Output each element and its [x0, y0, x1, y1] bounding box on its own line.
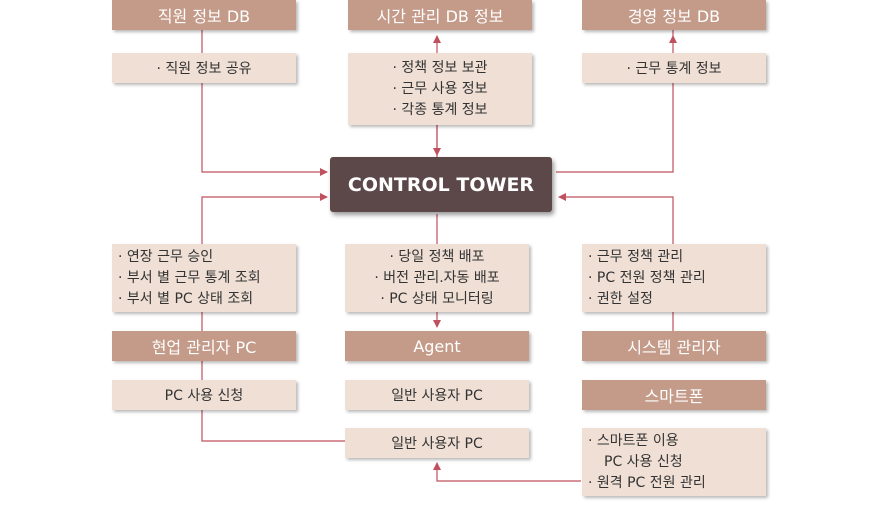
line-field-admin-vertical [201, 310, 345, 442]
user-pc-label-2: 일반 사용자 PC [391, 436, 483, 452]
mgmt-db-header: 경영 정보 DB [582, 0, 766, 30]
agent-title: Agent [413, 336, 461, 356]
smartphone-item-3: · 원격 PC 전원 관리 [588, 474, 706, 491]
employee-db-item-1: · 직원 정보 공유 [156, 61, 252, 77]
user-pc-box-1: 일반 사용자 PC [345, 380, 529, 410]
time-db-detail: · 정책 정보 보관 · 근무 사용 정보 · 각종 통계 정보 [348, 53, 532, 125]
smartphone-header: 스마트폰 [582, 380, 766, 410]
pc-use-request-label: PC 사용 신청 [164, 388, 244, 404]
sys-admin-title: 시스템 관리자 [627, 338, 721, 357]
line-field-admin-to-tower [201, 193, 328, 245]
sys-admin-item-1: · 근무 정책 관리 [588, 248, 684, 265]
line-smartphone-to-user-pc [433, 462, 581, 482]
mgmt-db-detail: · 근무 통계 정보 [582, 53, 766, 83]
control-tower-box: CONTROL TOWER [330, 157, 552, 212]
agent-item-3: · PC 상태 모니터링 [380, 290, 494, 307]
time-db-item-2: · 근무 사용 정보 [392, 80, 488, 97]
user-pc-box-2: 일반 사용자 PC [345, 428, 529, 458]
field-admin-pc-title: 현업 관리자 PC [151, 338, 257, 357]
time-db-item-3: · 각종 통계 정보 [392, 101, 488, 118]
user-pc-label-1: 일반 사용자 PC [391, 388, 483, 404]
line-tower-to-mgmt-db [556, 30, 673, 173]
employee-db-header: 직원 정보 DB [112, 0, 296, 30]
time-db-header: 시간 관리 DB 정보 [348, 0, 532, 30]
line-sysadmin-to-tower [558, 193, 674, 245]
sys-admin-functions: · 근무 정책 관리 · PC 전원 정책 관리 · 권한 설정 [582, 244, 766, 312]
sys-admin-header: 시스템 관리자 [582, 331, 766, 361]
agent-header: Agent [345, 331, 529, 361]
smartphone-item-1: · 스마트폰 이용 [588, 432, 679, 449]
sys-admin-item-3: · 권한 설정 [588, 290, 653, 307]
smartphone-functions: · 스마트폰 이용 PC 사용 신청 · 원격 PC 전원 관리 [582, 428, 766, 496]
agent-item-2: · 버전 관리.자동 배포 [374, 269, 500, 286]
employee-db-title: 직원 정보 DB [157, 7, 251, 26]
field-admin-item-2: · 부서 별 근무 통계 조회 [118, 269, 261, 286]
mgmt-db-title: 경영 정보 DB [627, 7, 721, 26]
mgmt-db-item-1: · 근무 통계 정보 [626, 61, 722, 77]
field-admin-item-1: · 연장 근무 승인 [118, 248, 214, 265]
time-db-title: 시간 관리 DB 정보 [376, 7, 504, 26]
field-admin-functions: · 연장 근무 승인 · 부서 별 근무 통계 조회 · 부서 별 PC 상태 … [112, 244, 296, 312]
agent-functions: · 당일 정책 배포 · 버전 관리.자동 배포 · PC 상태 모니터링 [345, 244, 529, 312]
field-admin-pc-header: 현업 관리자 PC [112, 331, 296, 361]
time-db-item-1: · 정책 정보 보관 [392, 59, 488, 76]
smartphone-title: 스마트폰 [644, 387, 704, 406]
control-tower-title: CONTROL TOWER [347, 173, 535, 196]
line-employee-db-to-tower [201, 30, 328, 176]
field-admin-item-3: · 부서 별 PC 상태 조회 [118, 290, 254, 307]
smartphone-item-2: PC 사용 신청 [604, 453, 683, 470]
sys-admin-item-2: · PC 전원 정책 관리 [588, 269, 706, 286]
agent-item-1: · 당일 정책 배포 [389, 248, 485, 265]
employee-db-detail: · 직원 정보 공유 [112, 53, 296, 83]
pc-use-request-box: PC 사용 신청 [112, 380, 296, 410]
